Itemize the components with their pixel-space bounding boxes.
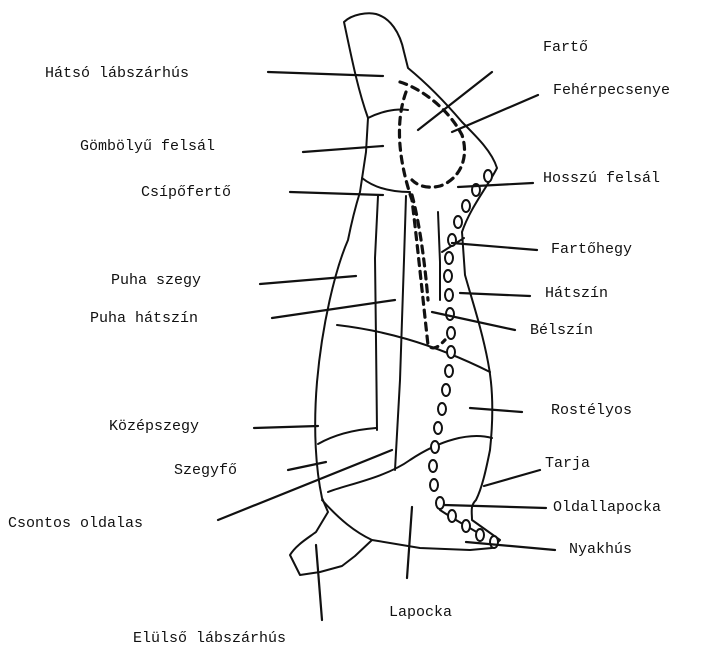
spine-oval [434,422,442,434]
leader-fartohegy [452,243,537,250]
label-feherpecsenye: Fehérpecsenye [553,82,670,99]
spine-oval [445,365,453,377]
spine-oval [446,308,454,320]
spine-oval [484,170,492,182]
label-lapocka: Lapocka [389,604,452,621]
spine-oval [431,441,439,453]
label-kozepszegy: Középszegy [109,418,199,435]
label-gombolyu-felsal: Gömbölyű felsál [80,138,215,155]
silverside-dashed-contour [400,82,465,187]
leader-kozepszegy [254,426,318,428]
cut-line-shoulder-base [322,500,372,540]
spine-oval [462,520,470,532]
cut-line-loin-vertical [438,212,440,300]
label-hatso-labszarhus: Hátsó lábszárhús [45,65,189,82]
spine-oval [430,479,438,491]
spine-oval [445,252,453,264]
leader-oldallapocka [444,505,546,508]
leader-gombolyu-felsal [303,146,383,152]
leader-csipoferto [290,192,383,195]
leader-rostelyos [470,408,522,412]
spine-oval [436,497,444,509]
label-puha-hatszin: Puha hátszín [90,310,198,327]
label-belszin: Bélszín [530,322,593,339]
cut-line-shoulder-arch [328,436,492,492]
leader-tarja [484,470,540,486]
cut-line-chuck-diagonal [337,325,490,372]
label-oldallapocka: Oldallapocka [553,499,661,516]
leader-belszin [432,312,515,330]
leader-szegyfo [288,462,326,470]
label-hatszin: Hátszín [545,285,608,302]
spine-oval [442,384,450,396]
label-farto: Fartő [543,39,588,56]
cut-line-flank-vertical [395,196,406,470]
spine-oval [476,529,484,541]
label-csipoferto: Csípőfertő [141,184,231,201]
spine-oval [429,460,437,472]
label-szegyfo: Szegyfő [174,462,237,479]
spine-oval [490,536,498,548]
label-fartohegy: Fartőhegy [551,241,632,258]
spine-oval [444,270,452,282]
leader-hosszu-felsal [458,183,533,187]
spine-oval [462,200,470,212]
label-tarja: Tarja [545,455,590,472]
spine-oval [447,346,455,358]
label-hosszu-felsal: Hosszú felsál [543,170,660,187]
cut-line-brisket-vertical [375,196,378,430]
leader-csontos-oldalas [218,450,392,520]
label-nyakhus: Nyakhús [569,541,632,558]
label-csontos-oldalas: Csontos oldalas [8,515,143,532]
spine-oval [454,216,462,228]
label-rostelyos: Rostélyos [551,402,632,419]
label-puha-szegy: Puha szegy [111,272,201,289]
cut-line-hip [362,178,410,192]
leader-feherpecsenye [452,95,538,132]
spine-oval [438,403,446,415]
leader-lapocka [407,507,412,578]
spine-oval [445,289,453,301]
leader-eluls-labszarhus [316,545,322,620]
spine-oval [447,327,455,339]
label-eluls-labszarhus: Elülső lábszárhús [133,630,286,645]
leader-puha-szegy [260,276,356,284]
cut-line-mid-brisket [318,428,376,444]
leader-hatso-labszarhus [268,72,383,76]
spine-oval [448,510,456,522]
